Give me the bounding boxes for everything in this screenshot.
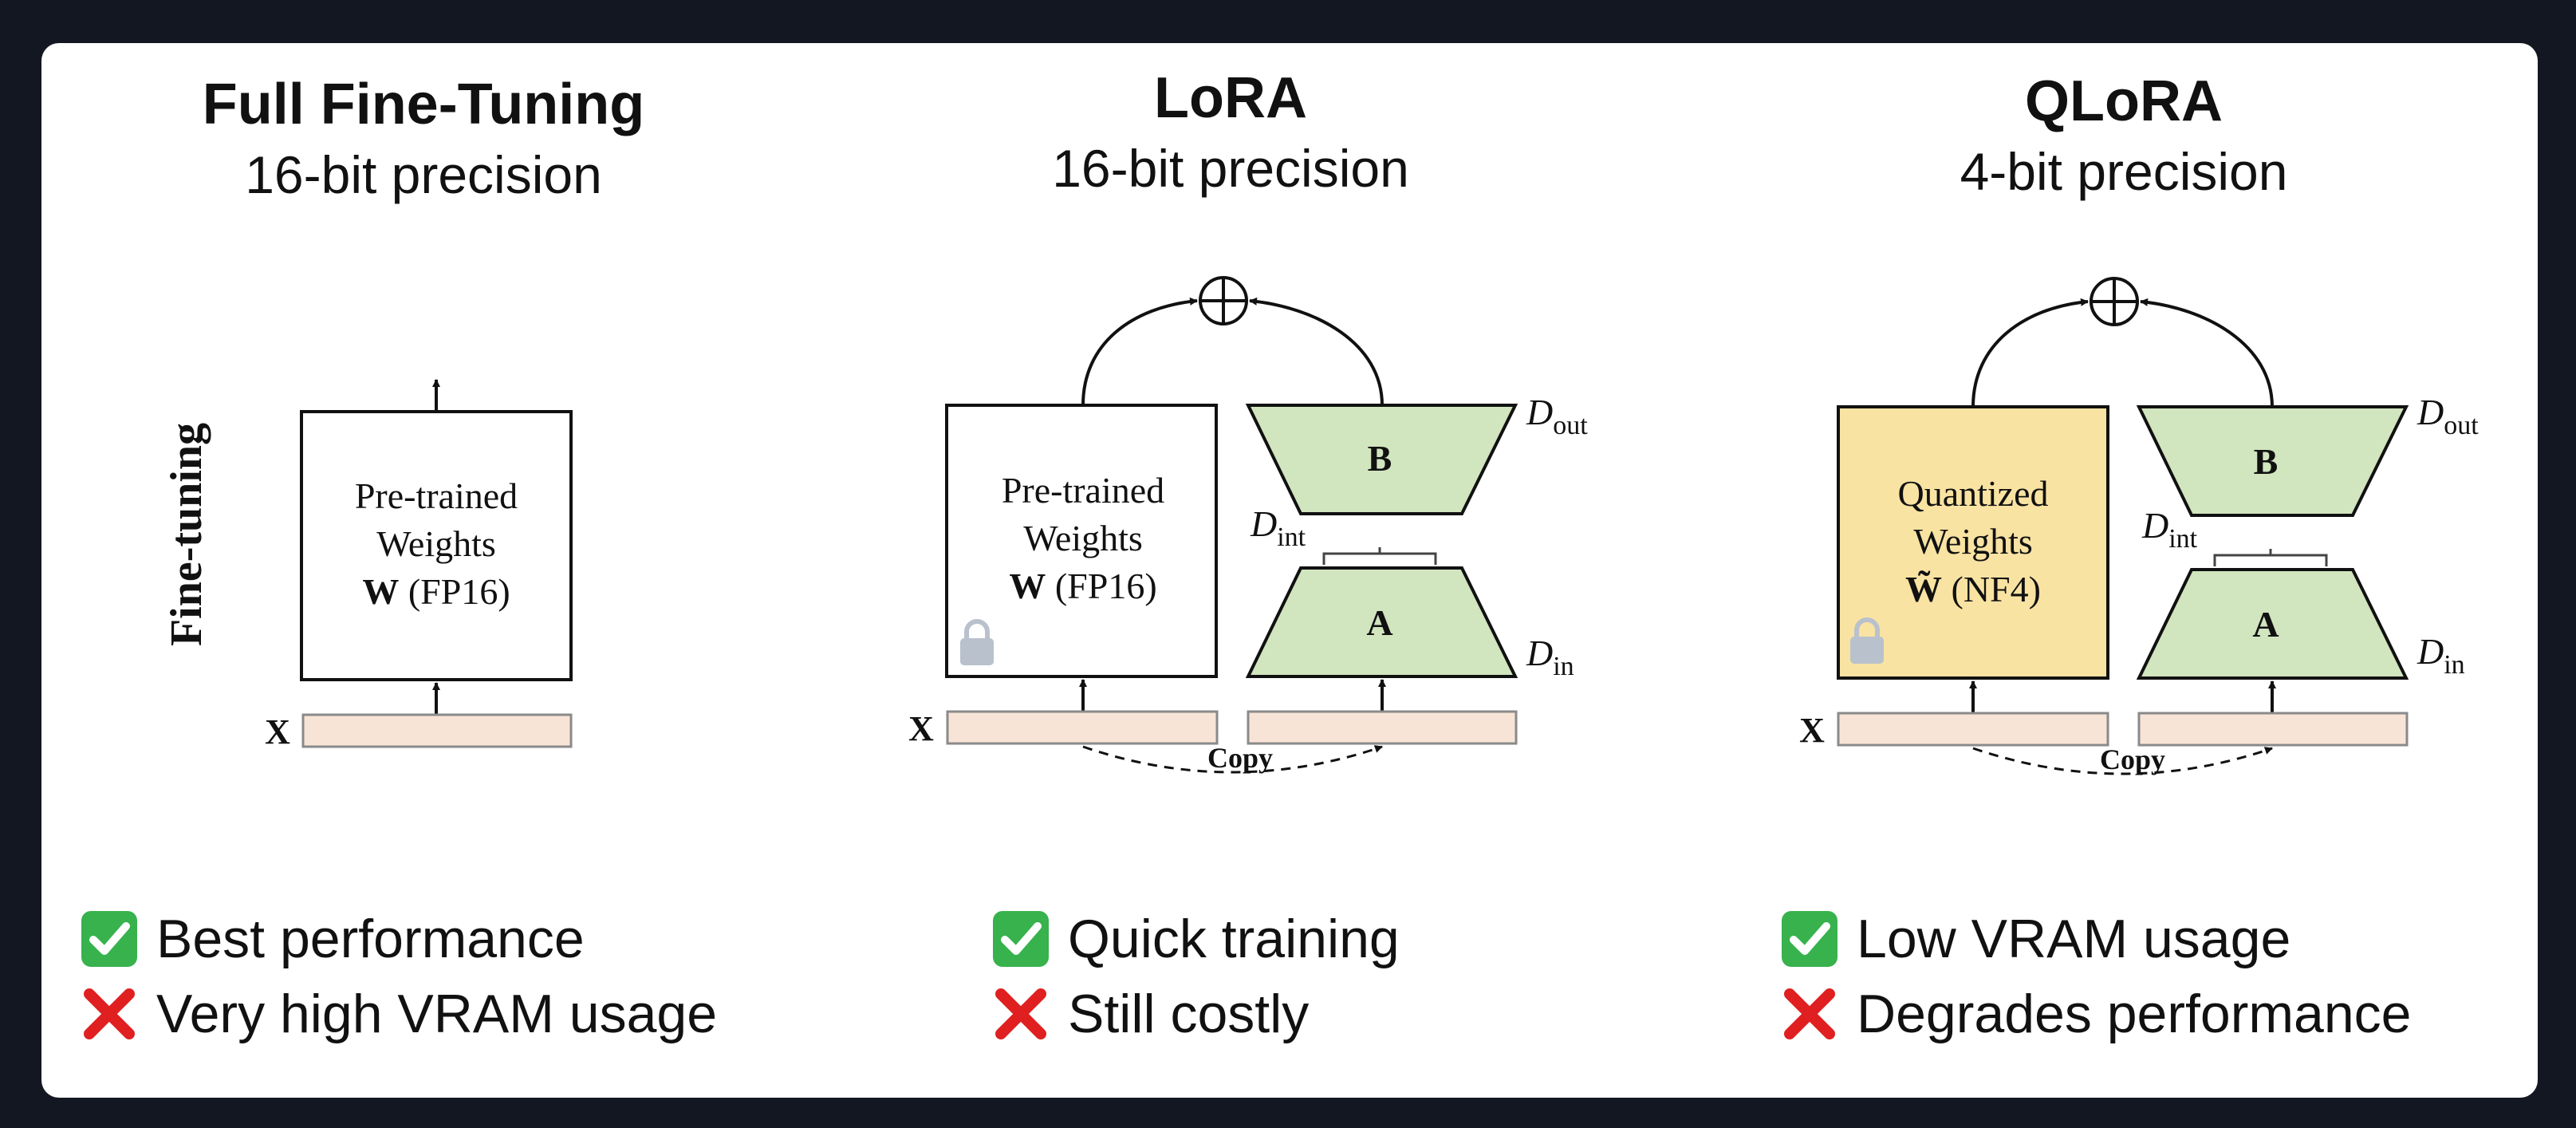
con-item: Degrades performance bbox=[1780, 976, 2411, 1051]
pros-cons-lora: Quick training Still costly bbox=[991, 901, 1400, 1051]
pro-item: Quick training bbox=[991, 901, 1400, 976]
con-text: Still costly bbox=[1068, 984, 1310, 1044]
pro-text: Best performance bbox=[156, 909, 585, 969]
con-item: Still costly bbox=[991, 976, 1400, 1051]
pros-cons-full-fine-tuning: Best performance Very high VRAM usage bbox=[80, 901, 717, 1051]
check-mark-icon bbox=[1782, 911, 1837, 967]
lora-b-label: B bbox=[1368, 438, 1392, 479]
lora-a-label: A bbox=[1366, 602, 1392, 643]
weights-label-line1: Pre-trained bbox=[355, 475, 518, 516]
precision-label: 16-bit precision bbox=[245, 145, 602, 204]
plus-sign bbox=[1200, 278, 1247, 324]
check-mark-icon bbox=[81, 911, 137, 967]
pretrained-weights-box bbox=[945, 404, 1218, 678]
weights-label-line2: Weights bbox=[1913, 521, 2033, 562]
d-out-label: Dout bbox=[2416, 392, 2479, 440]
method-name: LoRA bbox=[1154, 66, 1307, 130]
lora-a-matrix bbox=[1245, 566, 1518, 678]
lora-b-matrix bbox=[2136, 405, 2409, 517]
column-title-full-fine-tuning: Full Fine-Tuning 16-bit precision bbox=[203, 69, 645, 209]
rank-bracket bbox=[2213, 549, 2328, 566]
input-copy-bar bbox=[1247, 710, 1518, 745]
rank-bracket bbox=[1322, 547, 1437, 565]
lora-a-label: A bbox=[2252, 604, 2279, 645]
weights-label-line2: Weights bbox=[1023, 518, 1143, 558]
lora-b-label: B bbox=[2254, 441, 2279, 482]
qlora-diagram: Quantized Weights W̃ (NF4) B A Dout Dint… bbox=[1799, 277, 2479, 775]
weights-label-line2: Weights bbox=[376, 523, 496, 564]
input-x-bar bbox=[1837, 712, 2109, 747]
d-in-label: Din bbox=[1526, 633, 1574, 681]
input-x-label: X bbox=[908, 709, 934, 748]
input-x-bar bbox=[301, 713, 573, 748]
input-x-label: X bbox=[1799, 711, 1825, 750]
lora-b-matrix bbox=[1245, 404, 1518, 515]
lora-diagram: Pre-trained Weights W (FP16) B A Dout Di… bbox=[908, 276, 1588, 774]
copy-label: Copy bbox=[1207, 742, 1273, 774]
input-copy-bar bbox=[2137, 712, 2409, 747]
lora-to-sum-arrow bbox=[1249, 297, 1384, 406]
column-title-qlora: QLoRA 4-bit precision bbox=[1960, 65, 2288, 206]
cross-mark-icon bbox=[84, 988, 135, 1039]
pro-item: Best performance bbox=[80, 901, 717, 976]
cross-mark-icon bbox=[1784, 988, 1835, 1039]
precision-label: 4-bit precision bbox=[1960, 142, 2288, 201]
cross-mark-icon bbox=[995, 988, 1046, 1039]
weights-to-sum-arrow bbox=[1971, 298, 2089, 408]
full-fine-tuning-diagram: Fine-tuning Pre-trained Weights W (FP16)… bbox=[162, 379, 573, 751]
con-item: Very high VRAM usage bbox=[80, 976, 717, 1051]
input-x-bar bbox=[946, 710, 1219, 745]
plus-sign bbox=[2091, 278, 2137, 325]
d-out-label: Dout bbox=[1526, 392, 1588, 440]
weights-to-sum-arrow bbox=[1081, 297, 1198, 406]
d-int-label: Dint bbox=[2141, 505, 2198, 554]
column-title-lora: LoRA 16-bit precision bbox=[1052, 62, 1409, 203]
check-mark-icon bbox=[993, 911, 1049, 967]
lora-a-matrix bbox=[2136, 568, 2409, 680]
pro-item: Low VRAM usage bbox=[1780, 901, 2411, 976]
copy-arrow bbox=[1082, 745, 1383, 774]
weights-label-line3: W̃ (NF4) bbox=[1905, 569, 2041, 609]
pro-text: Quick training bbox=[1068, 909, 1400, 969]
weights-label-line3: W (FP16) bbox=[362, 571, 510, 612]
d-in-label: Din bbox=[2416, 631, 2465, 680]
d-int-label: Dint bbox=[1250, 503, 1306, 552]
pro-text: Low VRAM usage bbox=[1857, 909, 2291, 969]
con-text: Very high VRAM usage bbox=[156, 984, 718, 1044]
quantized-weights-box bbox=[1837, 405, 2109, 680]
con-text: Degrades performance bbox=[1857, 984, 2412, 1044]
pretrained-weights-box bbox=[300, 410, 573, 681]
precision-label: 16-bit precision bbox=[1052, 139, 1409, 198]
pros-cons-qlora: Low VRAM usage Degrades performance bbox=[1780, 901, 2411, 1051]
method-name: Full Fine-Tuning bbox=[202, 73, 645, 136]
copy-arrow bbox=[1972, 747, 2273, 775]
lora-to-sum-arrow bbox=[2140, 298, 2274, 408]
input-x-label: X bbox=[265, 712, 290, 751]
copy-label: Copy bbox=[2100, 743, 2165, 775]
weights-label-line1: Quantized bbox=[1897, 473, 2048, 514]
fine-tuning-side-label: Fine-tuning bbox=[162, 423, 211, 646]
weights-label-line1: Pre-trained bbox=[1002, 470, 1164, 511]
weights-label-line3: W (FP16) bbox=[1009, 566, 1156, 606]
method-name: QLoRA bbox=[2025, 69, 2223, 133]
